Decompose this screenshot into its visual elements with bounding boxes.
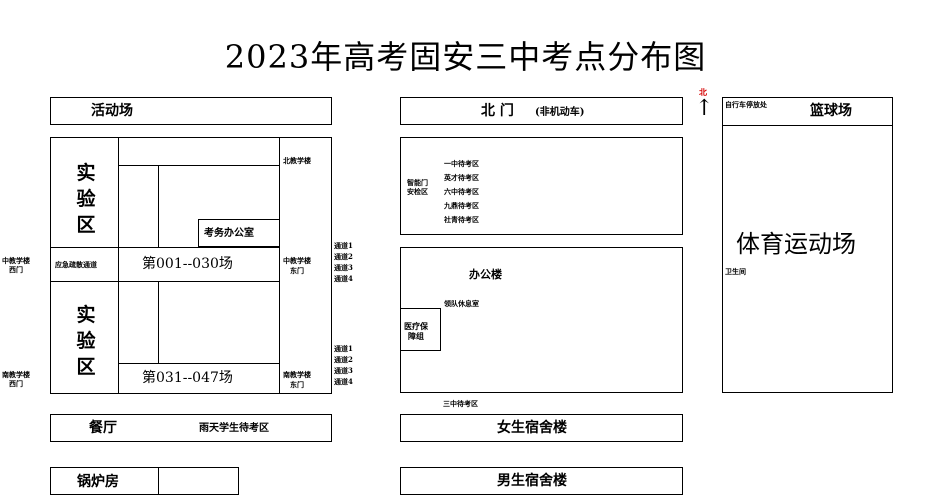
label-line: 南教学楼	[283, 370, 311, 379]
label-line: 南教学楼	[2, 370, 30, 379]
activity-field: 活动场	[50, 97, 332, 125]
channel-label: 通道4	[334, 377, 353, 386]
lab-char: 验	[76, 188, 96, 210]
waiting-area-item: 社青待考区	[444, 215, 479, 224]
security-check-label: 智能门 安检区	[407, 178, 428, 196]
north-gate-label: 北 门	[481, 103, 514, 119]
lab-char: 区	[76, 214, 96, 236]
label-line: 西门	[9, 379, 23, 388]
waiting-area-item: 九鼎待考区	[444, 201, 479, 210]
divider	[50, 281, 280, 282]
mid-building-west-label: 中教学楼 西门	[2, 256, 30, 274]
teaching-building-block	[50, 137, 280, 394]
activity-field-label: 活动场	[91, 103, 133, 119]
lab-char: 实	[76, 162, 96, 184]
waiting-area-list: 一中待考区 英才待考区 六中待考区 九鼎待考区 社青待考区	[444, 157, 479, 227]
label-line: 安检区	[407, 187, 428, 196]
lab-area-bottom: 实 验 区	[74, 302, 98, 380]
team-lounge-label: 领队休息室	[444, 299, 479, 308]
channel-label: 通道2	[334, 252, 353, 261]
divider	[118, 363, 280, 364]
girls-dorm-label: 女生宿舍楼	[497, 420, 567, 436]
north-gate-note: (非机动车)	[535, 107, 585, 118]
divider	[158, 467, 159, 495]
divider	[158, 165, 159, 247]
basketball-court-label: 篮球场	[810, 103, 852, 119]
label-line: 中教学楼	[2, 256, 30, 265]
medical-room: 医疗保 障组	[400, 308, 441, 351]
medical-label: 医疗保 障组	[404, 321, 428, 341]
south-building-east-label: 南教学楼 东门	[283, 370, 311, 390]
north-arrow-icon: ↑	[695, 96, 714, 121]
channel-label: 通道4	[334, 274, 353, 283]
label-line: 西门	[9, 265, 23, 274]
exam-office: 考务办公室	[198, 219, 280, 247]
divider	[50, 247, 280, 248]
label-line: 中教学楼	[283, 256, 311, 265]
exam-rooms-top: 第001--030场	[142, 256, 233, 272]
label-line: 智能门	[407, 178, 428, 187]
sports-field-label: 体育运动场	[736, 230, 856, 258]
channel-label: 通道1	[334, 344, 353, 353]
boys-dorm-label: 男生宿舍楼	[497, 473, 567, 489]
channels-bottom: 通道1 通道2 通道3 通道4	[334, 343, 353, 387]
restroom-label: 卫生间	[725, 267, 746, 276]
channels-top: 通道1 通道2 通道3 通道4	[334, 240, 353, 284]
north-building-label: 北教学楼	[283, 156, 311, 165]
south-building-west-label: 南教学楼 西门	[2, 370, 30, 388]
east-corridor	[279, 137, 332, 394]
north-gate: 北 门 (非机动车)	[400, 97, 683, 125]
sports-complex	[722, 97, 893, 393]
boiler-room-label: 锅炉房	[77, 474, 119, 490]
divider	[722, 125, 893, 126]
divider	[118, 165, 280, 166]
waiting-zone: 智能门 安检区 一中待考区 英才待考区 六中待考区 九鼎待考区 社青待考区	[400, 137, 683, 235]
lab-char: 验	[76, 330, 96, 352]
girls-dorm: 女生宿舍楼	[400, 414, 683, 442]
north-label: 北	[699, 87, 707, 97]
exam-rooms-bottom: 第031--047场	[142, 370, 233, 386]
canteen: 餐厅 雨天学生待考区	[50, 414, 332, 442]
label-line: 东门	[290, 380, 304, 389]
office-building-label: 办公楼	[469, 268, 502, 281]
office-building: 办公楼 领队休息室	[400, 247, 683, 393]
page-title: 2023年高考固安三中考点分布图	[224, 38, 707, 76]
emergency-channel-label: 应急疏散通道	[55, 260, 97, 269]
waiting-area-item: 英才待考区	[444, 173, 479, 182]
lab-char: 区	[76, 356, 96, 378]
waiting-area-item: 一中待考区	[444, 159, 479, 168]
sanzhong-waiting-label: 三中待考区	[443, 399, 478, 408]
mid-building-east-label: 中教学楼 东门	[283, 256, 311, 276]
lab-char: 实	[76, 304, 96, 326]
channel-label: 通道3	[334, 263, 353, 272]
label-line: 东门	[290, 266, 304, 275]
canteen-label: 餐厅	[89, 420, 117, 436]
waiting-area-item: 六中待考区	[444, 187, 479, 196]
divider	[118, 137, 119, 394]
exam-office-label: 考务办公室	[204, 228, 254, 239]
rain-waiting-area-label: 雨天学生待考区	[199, 423, 269, 434]
bike-parking-label: 自行车停放处	[725, 100, 767, 109]
divider	[158, 281, 159, 363]
lab-area-top: 实 验 区	[74, 160, 98, 238]
channel-label: 通道3	[334, 366, 353, 375]
channel-label: 通道1	[334, 241, 353, 250]
boys-dorm: 男生宿舍楼	[400, 467, 683, 495]
channel-label: 通道2	[334, 355, 353, 364]
boiler-room: 锅炉房	[50, 467, 239, 495]
label-line: 医疗保	[404, 321, 428, 331]
label-line: 障组	[408, 331, 424, 341]
